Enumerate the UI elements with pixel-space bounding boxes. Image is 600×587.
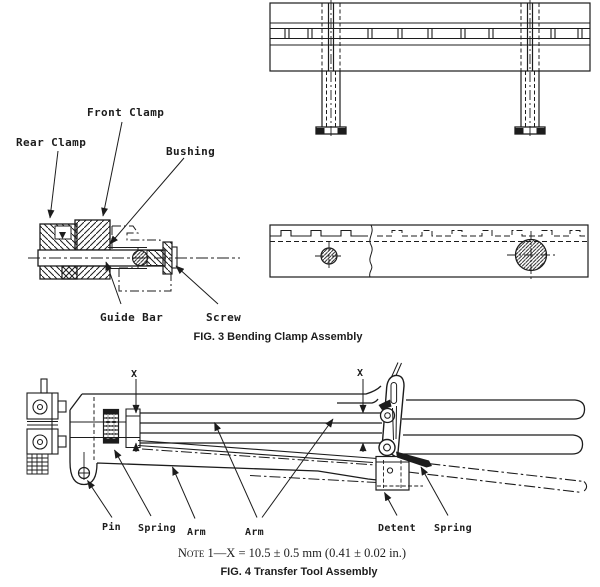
castellation-solid [270, 229, 368, 237]
phantom-outline [111, 225, 172, 292]
slot-ticks [284, 29, 583, 38]
fig3-leaders [47, 121, 219, 305]
note-word: Note [178, 546, 205, 560]
screw-label: Screw [206, 311, 241, 324]
right-spring-label: Spring [434, 522, 472, 534]
dim-x-right-label: X [357, 368, 363, 379]
break-line [369, 224, 373, 278]
phantom-arm-lines [141, 448, 399, 484]
castellation-phantom [377, 230, 588, 237]
middle-prong [400, 434, 584, 455]
fig3-drawing [28, 121, 240, 305]
right-arm-label: Arm [245, 527, 264, 538]
fig4-note: Note 1—X = 10.5 ± 0.5 mm (0.41 ± 0.02 in… [178, 546, 406, 560]
left-spring-label: Spring [138, 522, 176, 534]
lowered-arm-solid [137, 439, 378, 464]
left-spring-part [102, 408, 120, 444]
pin-label: Pin [102, 521, 121, 533]
detent-label: Detent [378, 523, 416, 534]
front-clamp-label: Front Clamp [87, 106, 164, 119]
phantom-prong [407, 460, 588, 494]
rear-clamp-label: Rear Clamp [16, 136, 86, 149]
fig4-leaders [87, 418, 449, 519]
detent-lever [378, 362, 405, 460]
bar-front-view [269, 0, 591, 137]
arm-lines [140, 412, 382, 444]
small-hole [315, 242, 343, 270]
upper-prong [402, 399, 586, 420]
guide-bar-label: Guide Bar [100, 311, 163, 324]
arm-bracket [125, 408, 141, 449]
fig3-caption: FIG. 3 Bending Clamp Assembly [194, 331, 364, 343]
pin-part [77, 452, 91, 480]
large-hole [507, 231, 555, 279]
right-post [514, 0, 546, 137]
left-post [315, 0, 347, 137]
front-clamp [74, 219, 111, 251]
tool-body [69, 385, 382, 486]
detent-block [375, 455, 423, 491]
fig4-main-view [69, 362, 588, 519]
left-arm-label: Arm [187, 527, 206, 538]
fig4-caption: FIG. 4 Transfer Tool Assembly [220, 566, 378, 578]
fig4-end-view [26, 378, 67, 475]
note-text: 1—X = 10.5 ± 0.5 mm (0.41 ± 0.02 in.) [204, 546, 406, 560]
right-spring-leaf [396, 451, 432, 468]
lower-jaw [61, 265, 111, 280]
bushing-label: Bushing [166, 145, 215, 158]
dim-x-left-label: X [131, 369, 137, 380]
bar-side-view [269, 224, 589, 279]
